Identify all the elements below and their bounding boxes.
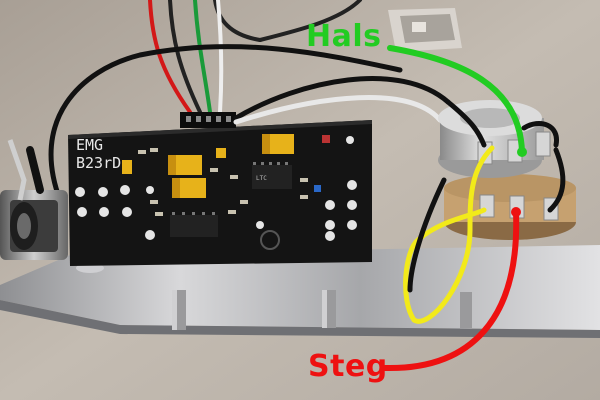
bridge-annotation-line (382, 209, 520, 372)
bridge-solder-point (511, 207, 521, 217)
standoffs (172, 290, 472, 330)
neck-solder-point (517, 147, 527, 157)
circuit-board: EMG B23rD LTC (68, 112, 372, 266)
board-brand: EMG (76, 136, 103, 154)
upper-wires (148, 0, 362, 114)
output-jack (0, 139, 68, 260)
svg-text:LTC: LTC (256, 175, 267, 182)
top-connector (388, 8, 462, 52)
neck-label: Hals (306, 19, 382, 54)
pot-jumpers (407, 99, 566, 293)
yellow-wire (403, 145, 495, 324)
bridge-label: Steg (308, 349, 388, 384)
neck-annotation-line (387, 45, 525, 155)
board-model: B23rD (76, 154, 121, 172)
board-wires (233, 76, 451, 125)
black-wire-loop (48, 44, 403, 203)
